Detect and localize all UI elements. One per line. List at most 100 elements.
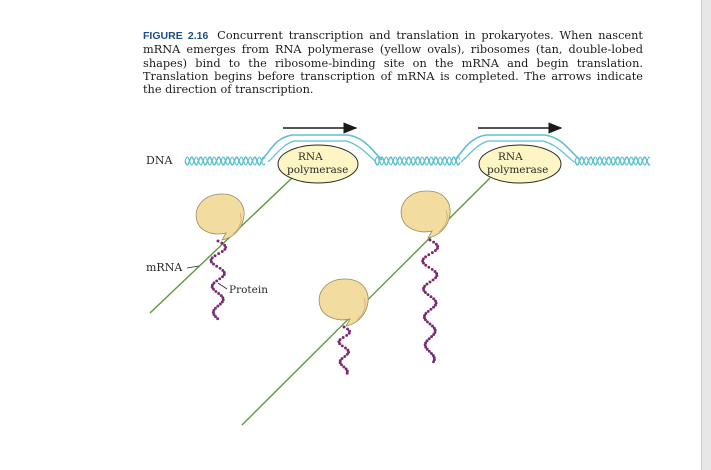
amino-acid-bead	[431, 324, 434, 328]
amino-acid-bead	[345, 333, 349, 337]
polymerase-2-label-line2: polymerase	[487, 164, 548, 176]
amino-acid-bead	[347, 350, 351, 354]
protein-chain-1	[209, 239, 228, 321]
amino-acid-bead	[424, 345, 428, 349]
amino-acid-bead	[428, 238, 432, 242]
mrna-label: mRNA	[146, 261, 183, 274]
amino-acid-bead	[338, 338, 342, 342]
amino-acid-bead	[346, 327, 350, 331]
amino-acid-bead	[430, 267, 434, 271]
dna-bubble-2	[454, 134, 581, 161]
amino-acid-bead	[210, 285, 214, 289]
amino-acid-bead	[340, 357, 344, 360]
amino-acid-bead	[212, 287, 215, 291]
amino-acid-bead	[338, 342, 342, 346]
amino-acid-bead	[345, 371, 349, 375]
dna-coil-segment-3-strand-2	[574, 156, 651, 166]
amino-acid-bead	[434, 242, 438, 246]
amino-acid-bead	[222, 271, 226, 274]
amino-acid-bead	[213, 254, 217, 258]
amino-acid-bead	[345, 369, 349, 373]
amino-acid-bead	[425, 339, 429, 343]
amino-acid-bead	[428, 280, 432, 284]
ribosome-3	[318, 278, 369, 327]
amino-acid-bead	[432, 360, 435, 364]
amino-acid-bead	[427, 349, 431, 353]
amino-acid-bead	[424, 263, 428, 267]
amino-acid-bead	[433, 330, 437, 334]
amino-acid-bead	[432, 297, 436, 301]
amino-acid-bead	[220, 241, 224, 245]
amino-acid-bead	[432, 305, 435, 309]
amino-acid-bead	[210, 256, 214, 260]
amino-acid-bead	[427, 253, 431, 257]
figure-number: FIGURE 2.16	[143, 30, 209, 42]
rna-polymerase-2: RNA polymerase	[478, 144, 562, 184]
mrna-label-pointer	[186, 265, 200, 269]
amino-acid-bead	[214, 315, 217, 319]
amino-acid-bead	[426, 293, 430, 297]
amino-acid-bead	[215, 279, 219, 283]
amino-acid-bead	[340, 344, 344, 348]
amino-acid-bead	[434, 276, 438, 280]
amino-acid-bead	[427, 265, 431, 269]
amino-acid-bead	[432, 240, 436, 244]
dna-double-helix	[184, 156, 651, 166]
amino-acid-bead	[219, 294, 223, 298]
protein-label: Protein	[229, 284, 268, 296]
dna-coil-segment-2-strand-1	[374, 156, 461, 166]
amino-acid-bead	[215, 264, 219, 268]
amino-acid-bead	[342, 365, 346, 369]
amino-acid-bead	[433, 249, 437, 252]
amino-acid-bead	[214, 289, 218, 293]
amino-acid-bead	[210, 283, 214, 287]
amino-acid-bead	[220, 300, 224, 304]
amino-acid-bead	[212, 262, 215, 266]
amino-acid-bead	[217, 252, 221, 256]
amino-acid-bead	[429, 351, 433, 355]
rna-polymerase-1: RNA polymerase	[277, 144, 359, 184]
amino-acid-bead	[212, 313, 216, 316]
amino-acid-bead	[222, 273, 226, 277]
amino-acid-bead	[340, 363, 343, 367]
amino-acid-bead	[216, 304, 220, 308]
amino-acid-bead	[428, 322, 432, 326]
dna-coil-segment-1-strand-2	[184, 156, 266, 166]
amino-acid-bead	[342, 325, 346, 329]
amino-acid-bead	[435, 272, 439, 276]
dna-bubble-1	[261, 134, 383, 161]
amino-acid-bead	[343, 354, 347, 358]
amino-acid-bead	[430, 251, 434, 255]
amino-acid-bead	[212, 281, 216, 285]
polymerase-2-label-line1: RNA	[498, 151, 523, 163]
amino-acid-bead	[424, 312, 428, 315]
amino-acid-bead	[209, 260, 213, 264]
amino-acid-bead	[341, 336, 345, 339]
mrna-strand-1	[149, 177, 293, 314]
amino-acid-bead	[430, 335, 434, 339]
amino-acid-bead	[338, 359, 342, 363]
amino-acid-bead	[432, 333, 436, 336]
amino-acid-bead	[426, 309, 430, 313]
amino-acid-bead	[423, 314, 426, 318]
amino-acid-bead	[216, 317, 220, 321]
amino-acid-bead	[435, 246, 439, 250]
amino-acid-bead	[345, 352, 349, 356]
polymerase-1-label-line1: RNA	[298, 151, 323, 163]
amino-acid-bead	[221, 275, 224, 279]
amino-acid-bead	[427, 337, 431, 341]
caption-text: Concurrent transcription and translation…	[143, 29, 643, 97]
amino-acid-bead	[422, 261, 425, 265]
amino-acid-bead	[344, 367, 348, 371]
amino-acid-bead	[338, 361, 342, 365]
amino-acid-bead	[218, 277, 222, 281]
protein-chains	[209, 238, 440, 375]
amino-acid-bead	[221, 268, 225, 272]
amino-acid-bead	[433, 270, 437, 273]
amino-acid-bead	[429, 295, 433, 299]
dna-coil-segment-3-strand-1	[574, 156, 651, 166]
amino-acid-bead	[435, 274, 439, 278]
dna-bubble-2-lower	[460, 140, 575, 163]
protein-label-pointer	[217, 282, 228, 290]
